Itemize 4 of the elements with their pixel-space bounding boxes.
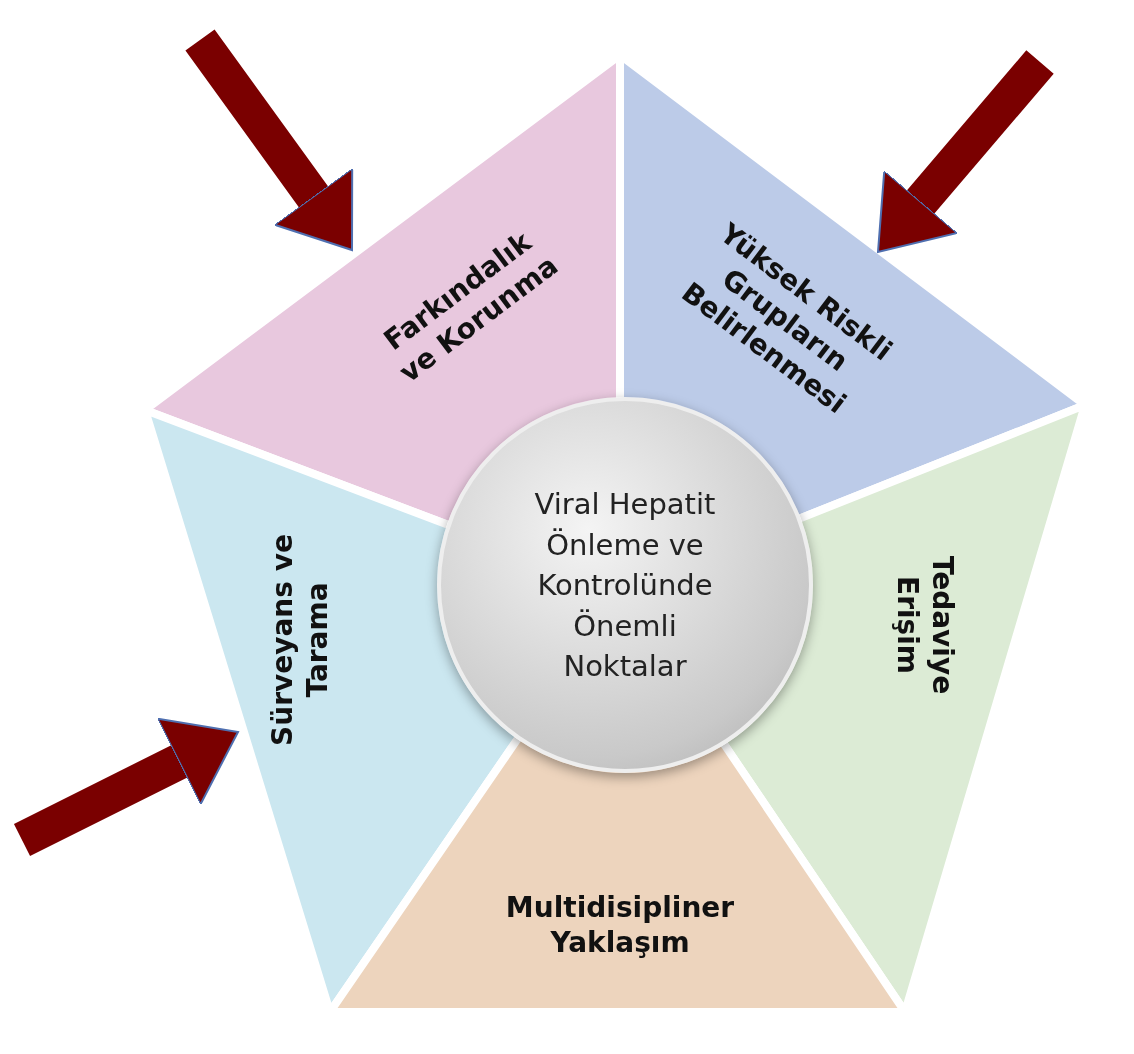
- segment-label: Sürveyans ve Tarama: [265, 533, 335, 748]
- segment-label: Tedaviye Erişim: [890, 554, 960, 697]
- circle-label: Viral Hepatit Önleme ve Kontrolünde Önemli Noktalar: [533, 485, 717, 685]
- segment-label: Multidisipliner Yaklaşım: [504, 890, 736, 960]
